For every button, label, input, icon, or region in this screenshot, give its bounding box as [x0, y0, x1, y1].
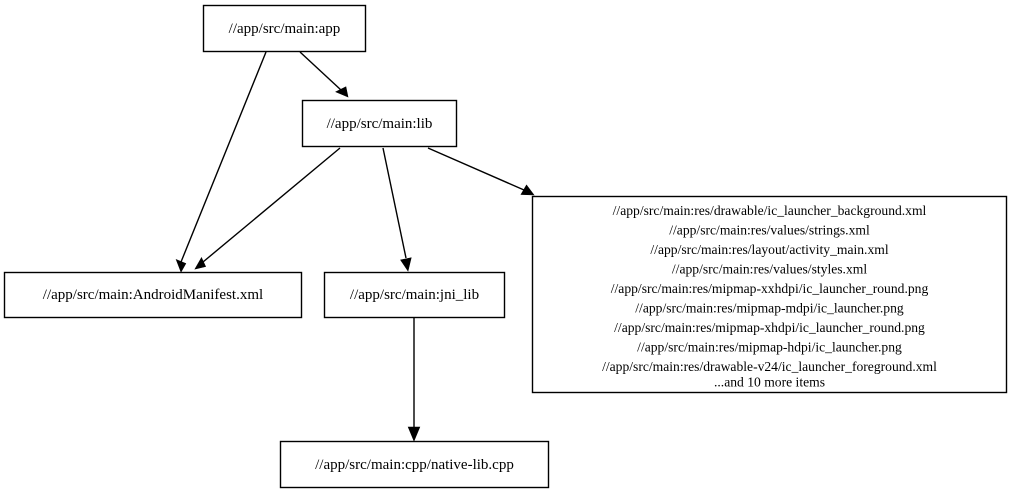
edge-lib-to-jni-lib: [382, 147, 412, 272]
edge-lib-to-manifest: [194, 147, 341, 270]
edge-jni-lib-to-native-lib: [407, 318, 421, 442]
node-jni-lib-label: //app/src/main:jni_lib: [350, 287, 479, 303]
node-res-group-line-0: //app/src/main:res/drawable/ic_launcher_…: [613, 203, 927, 218]
node-app[interactable]: //app/src/main:app: [202, 4, 367, 53]
node-res-group-line-5: //app/src/main:res/mipmap-mdpi/ic_launch…: [635, 301, 904, 316]
node-native-lib-cpp-label: //app/src/main:cpp/native-lib.cpp: [315, 457, 514, 473]
node-res-group-line-9: ...and 10 more items: [714, 375, 825, 390]
node-res-group[interactable]: //app/src/main:res/drawable/ic_launcher_…: [531, 195, 1008, 394]
node-res-group-line-1: //app/src/main:res/values/strings.xml: [669, 223, 870, 238]
node-lib-label: //app/src/main:lib: [327, 116, 433, 132]
node-res-group-line-6: //app/src/main:res/mipmap-xhdpi/ic_launc…: [614, 320, 925, 335]
node-jni-lib[interactable]: //app/src/main:jni_lib: [323, 271, 506, 319]
edge-app-to-lib: [299, 51, 349, 98]
edge-lib-to-res-group: [427, 147, 535, 196]
node-lib[interactable]: //app/src/main:lib: [301, 99, 458, 148]
node-res-group-line-3: //app/src/main:res/values/styles.xml: [672, 262, 867, 277]
node-androidmanifest-xml-label: //app/src/main:AndroidManifest.xml: [43, 287, 263, 303]
node-res-group-line-7: //app/src/main:res/mipmap-hdpi/ic_launch…: [637, 340, 902, 355]
node-res-group-line-4: //app/src/main:res/mipmap-xxhdpi/ic_laun…: [611, 281, 929, 296]
node-androidmanifest-xml[interactable]: //app/src/main:AndroidManifest.xml: [3, 271, 303, 319]
node-native-lib-cpp[interactable]: //app/src/main:cpp/native-lib.cpp: [279, 440, 550, 489]
edge-app-to-manifest: [175, 51, 267, 273]
node-app-label: //app/src/main:app: [229, 21, 341, 37]
node-res-group-line-8: //app/src/main:res/drawable-v24/ic_launc…: [602, 359, 937, 374]
node-res-group-line-2: //app/src/main:res/layout/activity_main.…: [650, 242, 888, 257]
